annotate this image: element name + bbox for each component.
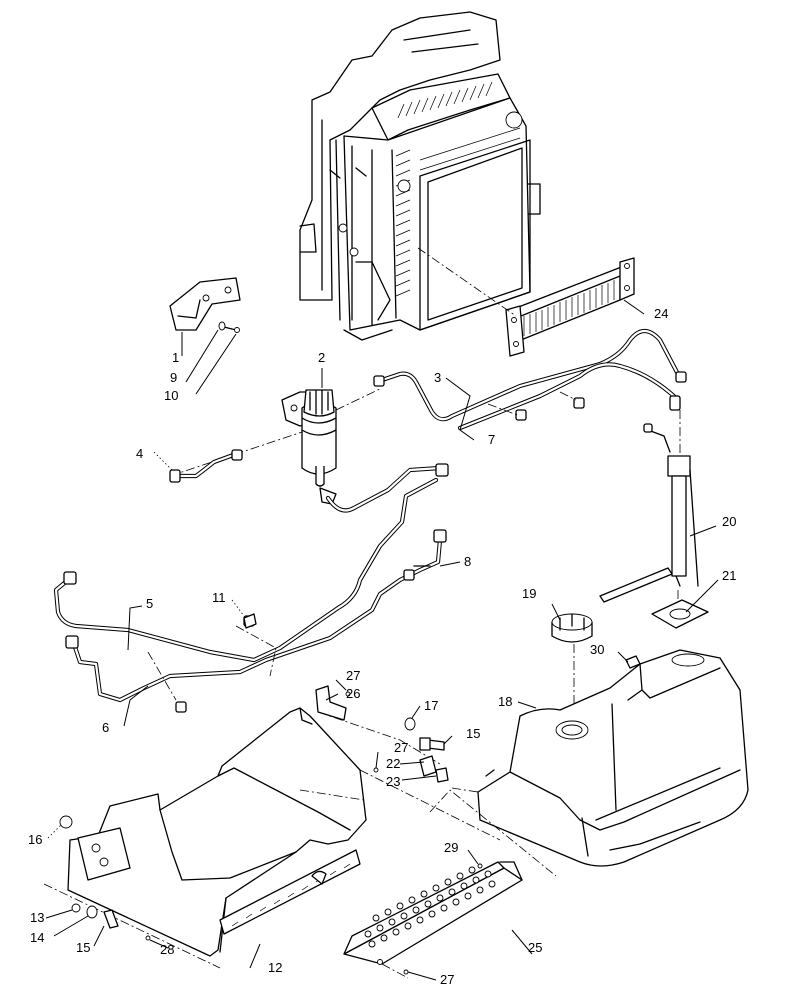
filter-line-2 xyxy=(335,387,383,411)
plate-line xyxy=(381,963,409,979)
leader-lines xyxy=(45,299,719,981)
callout-22: 22 xyxy=(386,756,400,771)
callout-10: 10 xyxy=(164,388,178,403)
callout-8: 8 xyxy=(464,554,471,569)
sender-unit-20 xyxy=(599,423,699,603)
cooler-alignment-line xyxy=(417,247,517,317)
clip-line-3 xyxy=(235,625,277,677)
bracket-26 xyxy=(315,685,347,721)
callout-26: 26 xyxy=(346,686,360,701)
step-align-3 xyxy=(299,789,557,877)
callout-2: 2 xyxy=(318,350,325,365)
callout-13: 13 xyxy=(30,910,44,925)
callout-1: 1 xyxy=(172,350,179,365)
fuel-filter-2 xyxy=(281,389,337,505)
hardware xyxy=(59,613,483,975)
radiator-top-fins xyxy=(397,81,493,119)
fuel-tank-18 xyxy=(477,649,749,867)
step-align-2 xyxy=(317,711,441,765)
callout-15a: 15 xyxy=(466,726,480,741)
callout-19: 19 xyxy=(522,586,536,601)
tank-line xyxy=(451,787,479,793)
callout-23: 23 xyxy=(386,774,400,789)
step-shield-12 xyxy=(67,707,367,957)
callout-27b: 27 xyxy=(394,740,408,755)
step-plate-holes xyxy=(364,866,496,948)
callout-27a: 27 xyxy=(346,668,360,683)
callout-11: 11 xyxy=(212,590,226,605)
oil-cooler-24 xyxy=(505,257,635,357)
callout-16: 16 xyxy=(28,832,42,847)
callout-29: 29 xyxy=(444,840,458,855)
callout-labels: 1 9 10 2 3 7 4 8 11 5 6 24 20 21 19 30 1… xyxy=(28,306,736,987)
callout-17: 17 xyxy=(424,698,438,713)
callout-6: 6 xyxy=(102,720,109,735)
oil-cooler-fins xyxy=(523,280,615,336)
step-align-1 xyxy=(43,769,501,969)
callout-27c: 27 xyxy=(440,972,454,987)
fuel-cap-19 xyxy=(551,613,593,643)
gasket-21 xyxy=(651,599,709,629)
callout-4: 4 xyxy=(136,446,143,461)
clip-line-4 xyxy=(147,651,177,701)
callout-15b: 15 xyxy=(76,940,90,955)
callout-20: 20 xyxy=(722,514,736,529)
callout-12: 12 xyxy=(268,960,282,975)
callout-7: 7 xyxy=(488,432,495,447)
callout-28: 28 xyxy=(160,942,174,957)
callout-5: 5 xyxy=(146,596,153,611)
callout-14: 14 xyxy=(30,930,44,945)
callout-24: 24 xyxy=(654,306,668,321)
clip-line-1 xyxy=(487,403,521,417)
callout-3: 3 xyxy=(434,370,441,385)
callout-18: 18 xyxy=(498,694,512,709)
clip-line-2 xyxy=(559,391,577,401)
callout-9: 9 xyxy=(170,370,177,385)
callout-25: 25 xyxy=(528,940,542,955)
cooling-package xyxy=(299,11,541,341)
callout-30: 30 xyxy=(590,642,604,657)
bracket-1 xyxy=(169,277,241,333)
step-plate-25 xyxy=(343,861,523,965)
fuel-lines xyxy=(53,328,687,713)
callout-21: 21 xyxy=(722,568,736,583)
